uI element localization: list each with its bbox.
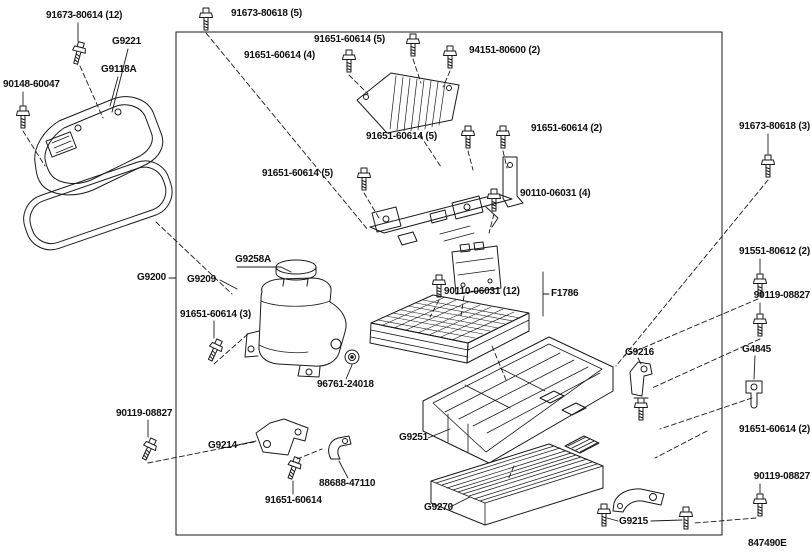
- part-label-g4845: G4845: [742, 344, 772, 355]
- part-label-91673-80618-right: 91673-80618 (3): [739, 121, 810, 132]
- part-label-91551-80612: 91551-80612 (2): [739, 246, 810, 257]
- mount-bracket-detail: [564, 435, 600, 454]
- bolt-icon: [761, 154, 775, 178]
- junction-block: [451, 241, 502, 295]
- bolt-icons: [16, 7, 775, 530]
- bolt-icon: [16, 105, 30, 129]
- part-label-88688-47110: 88688-47110: [319, 478, 376, 489]
- diagram-code: 847490E: [748, 538, 787, 549]
- bolt-icon: [406, 33, 420, 57]
- grommet-96761: [344, 349, 360, 365]
- bolt-icon: [597, 503, 611, 527]
- bolt-icon: [679, 506, 693, 530]
- hv-control-ecu: [356, 72, 460, 134]
- bolt-icon: [443, 45, 457, 69]
- part-label-90119-08827-b: 90119-08827: [116, 408, 173, 419]
- bracket-g9215: [612, 488, 665, 513]
- bolt-icon: [461, 125, 475, 149]
- part-label-91651-60614-e: 91651-60614 (5): [262, 168, 333, 179]
- bolt-icon: [203, 336, 226, 364]
- part-label-91651-60614-f: 91651-60614 (3): [180, 309, 251, 320]
- part-label-g9214: G9214: [208, 440, 238, 451]
- leader-lines: [22, 22, 769, 522]
- bolt-icon: [342, 49, 356, 73]
- part-label-g9216: G9216: [625, 347, 655, 358]
- clip-g4845: [745, 380, 763, 409]
- bolt-icon: [68, 40, 89, 66]
- part-label-g9209: G9209: [187, 274, 217, 285]
- bolt-icon: [753, 493, 767, 517]
- part-label-g9118a: G9118A: [101, 64, 137, 75]
- bolt-icon: [487, 188, 501, 212]
- bolt-icon: [283, 455, 305, 482]
- reservoir-tank-g9209: [244, 259, 347, 378]
- diagram-border: [175, 31, 723, 536]
- bolt-icon: [496, 125, 510, 149]
- part-label-f1786: F1786: [551, 288, 579, 299]
- battery-cover-g9221: [23, 96, 173, 251]
- bolt-icon: [137, 435, 160, 463]
- part-label-91673-80618-top: 91673-80618 (5): [231, 8, 302, 19]
- part-label-90119-08827-a: 90119-08827: [753, 290, 810, 301]
- part-label-91651-60614-b: 91651-60614 (4): [244, 50, 315, 61]
- part-label-g9251: G9251: [399, 432, 429, 443]
- part-label-91651-60614-h: 91651-60614: [265, 495, 322, 506]
- part-label-91651-60614-c: 91651-60614 (5): [366, 131, 437, 142]
- part-label-g9200: G9200: [137, 272, 167, 283]
- bolt-icon: [199, 7, 213, 31]
- bolt-icon: [357, 167, 371, 191]
- part-label-90110-06031-12: 90110-06031 (12): [444, 286, 520, 297]
- bracket-g9214: [255, 418, 309, 456]
- battery-module-f1786: [369, 294, 530, 364]
- bolt-icon: [753, 313, 767, 337]
- part-label-94151-80600: 94151-80600 (2): [469, 45, 540, 56]
- part-label-91651-60614-g: 91651-60614 (2): [739, 424, 810, 435]
- battery-lower-cover-g9270: [430, 443, 604, 526]
- part-label-g9215: G9215: [619, 516, 649, 527]
- bolt-icon: [634, 397, 648, 421]
- part-label-91673-80614: 91673-80614 (12): [46, 10, 123, 21]
- part-label-90119-08827-c: 90119-08827: [753, 471, 810, 482]
- part-label-96761-24018: 96761-24018: [317, 379, 374, 390]
- part-label-g9270: G9270: [424, 502, 454, 513]
- part-label-g9258a: G9258A: [235, 254, 272, 265]
- battery-carrier-g9251: [422, 336, 614, 464]
- part-label-91651-60614-d: 91651-60614 (2): [531, 123, 602, 134]
- part-label-g9221: G9221: [112, 36, 142, 47]
- part-label-90110-06031-4: 90110-06031 (4): [520, 188, 591, 199]
- part-label-90148-60047: 90148-60047: [3, 79, 60, 90]
- clamp-88688: [328, 435, 352, 460]
- harness-bracket-assembly: [369, 156, 524, 246]
- part-label-91651-60614-a: 91651-60614 (5): [314, 34, 385, 45]
- dashed-assembly-lines: [22, 32, 769, 524]
- bracket-g9216: [629, 361, 653, 399]
